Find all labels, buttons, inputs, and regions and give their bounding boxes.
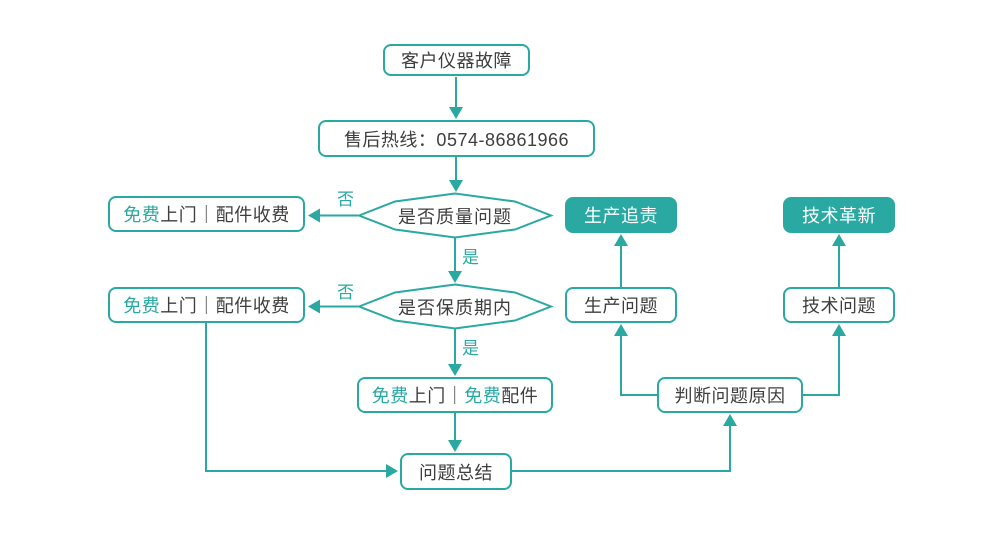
edge-label-quality-no: 否 bbox=[337, 190, 354, 209]
node-free-visit-paid-parts-1: 免费上门｜配件收费 bbox=[108, 196, 305, 232]
edge-label-warranty-no: 否 bbox=[337, 283, 354, 302]
edge-paidbox-to-summary bbox=[205, 323, 398, 478]
node-judge-cause: 判断问题原因 bbox=[657, 377, 803, 413]
edge-label-quality-yes: 是 bbox=[462, 248, 479, 267]
decision-quality-label: 是否质量问题 bbox=[398, 206, 512, 227]
node-production-accountability: 生产追责 bbox=[565, 197, 677, 233]
paid-parts-text: 上门｜配件收费 bbox=[160, 205, 290, 225]
edge-judge-to-production-problem bbox=[614, 324, 657, 396]
edge-judge-to-technical-problem bbox=[803, 324, 846, 396]
free-highlight: 免费 bbox=[123, 205, 161, 225]
node-technical-innovation: 技术革新 bbox=[783, 197, 895, 233]
free-highlight: 免费 bbox=[371, 386, 409, 406]
free-highlight: 免费 bbox=[464, 386, 502, 406]
edge-label-warranty-yes: 是 bbox=[462, 339, 479, 358]
parts-text: 配件 bbox=[501, 386, 539, 406]
node-hotline: 售后热线：0574-86861966 bbox=[318, 120, 595, 157]
node-technical-problem: 技术问题 bbox=[783, 287, 895, 323]
node-customer-fault: 客户仪器故障 bbox=[383, 44, 530, 76]
paid-parts-text: 上门｜配件收费 bbox=[160, 296, 290, 316]
node-free-visit-paid-parts-2: 免费上门｜配件收费 bbox=[108, 287, 305, 323]
node-production-problem: 生产问题 bbox=[565, 287, 677, 323]
node-free-visit-free-parts: 免费上门｜免费配件 bbox=[357, 377, 553, 413]
decision-quality-shape bbox=[356, 192, 554, 239]
visit-text: 上门｜ bbox=[408, 386, 465, 406]
node-problem-summary: 问题总结 bbox=[400, 453, 512, 490]
decision-warranty-shape bbox=[356, 283, 554, 330]
edge-summary-to-judge bbox=[512, 414, 737, 472]
decision-warranty-label: 是否保质期内 bbox=[398, 297, 512, 318]
free-highlight: 免费 bbox=[123, 296, 161, 316]
